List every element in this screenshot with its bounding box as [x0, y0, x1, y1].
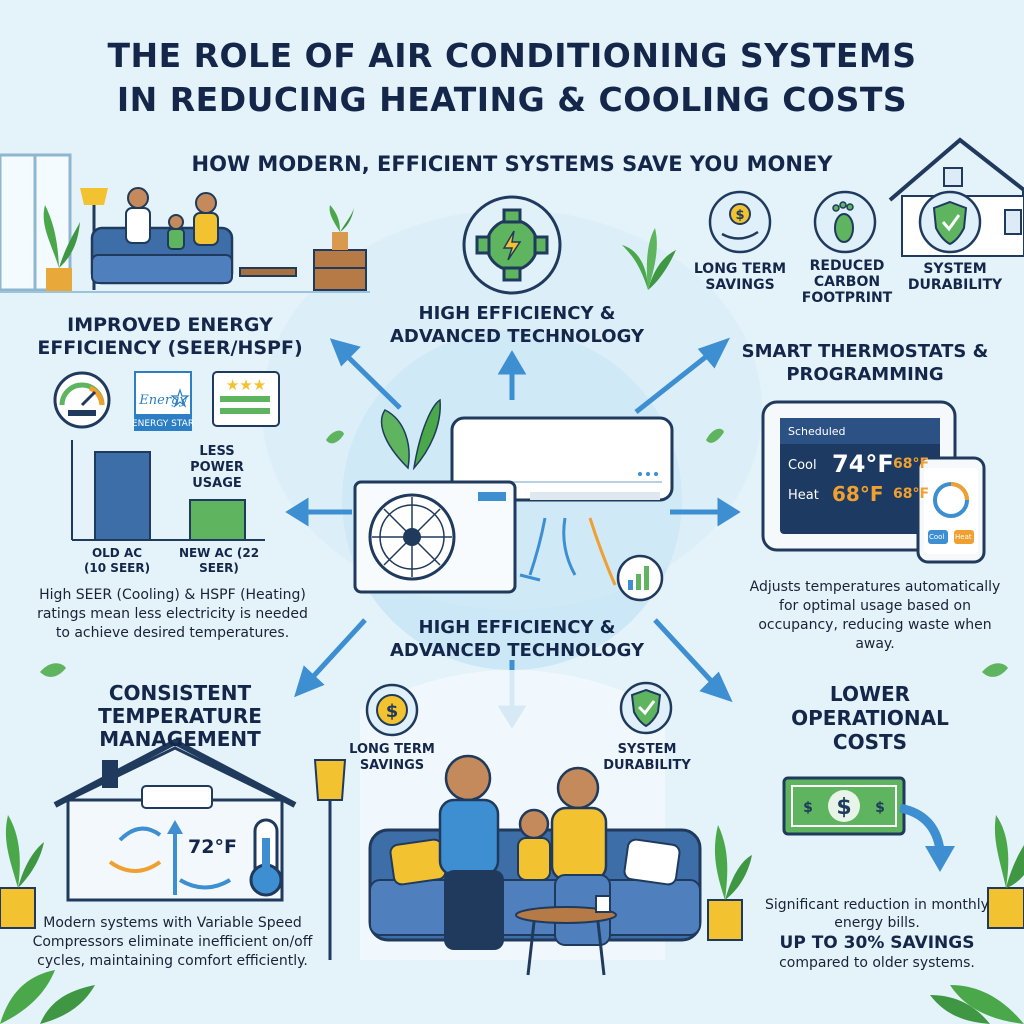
- cool-alt-value: 68°F: [893, 456, 930, 472]
- center-top-heading: HIGH EFFICIENCY & ADVANCED TECHNOLOGY: [389, 303, 645, 347]
- svg-text:$: $: [875, 800, 885, 816]
- energy-star-icon: Energy ENERGY STAR: [132, 371, 194, 431]
- heat-alt-value: 68°F: [893, 486, 930, 502]
- energy-efficiency-description: High SEER (Cooling) & HSPF (Heating) rat…: [37, 587, 308, 641]
- new-ac-label: NEW AC (22 SEER): [178, 546, 260, 575]
- lower-costs-heading: LOWER OPERATIONAL COSTS: [791, 682, 949, 754]
- heat-label: Heat: [788, 488, 819, 503]
- footprint-icon: [813, 190, 877, 254]
- old-ac-label: OLD AC (10 SEER): [83, 546, 151, 575]
- seer-bar-chart: [71, 440, 265, 541]
- consistent-temperature-description: Modern systems with Variable Speed Compr…: [32, 915, 313, 969]
- bottom-family-scene: [313, 670, 702, 976]
- lower-costs-description: Significant reduction in monthly energy …: [752, 896, 1002, 972]
- dollar-coin-icon: $: [365, 683, 419, 737]
- less-power-usage-label: LESS POWER USAGE: [190, 444, 244, 491]
- phone-cool-button: Cool: [929, 533, 945, 541]
- airflow-lines: [519, 517, 617, 586]
- scattered-leaves: [40, 428, 1008, 677]
- bottom-system-durability: SYSTEM DURABILITY: [603, 742, 691, 773]
- window-illustration: [0, 153, 72, 292]
- heat-value: 68°F: [832, 482, 884, 506]
- seer-bar-0: [94, 451, 151, 541]
- leaf-cluster-icon: [380, 398, 441, 471]
- consistent-temperature-heading: CONSISTENT TEMPERATURE MANAGEMENT: [98, 681, 262, 751]
- bottom-long-term-savings: LONG TERM SAVINGS: [349, 742, 435, 773]
- star-rating-icon: ★★★: [212, 371, 280, 427]
- thermostat-tablet: [761, 400, 957, 552]
- thermostat-heading: SMART THERMOSTATS & PROGRAMMING: [741, 341, 989, 385]
- energy-star-script: Energy: [138, 393, 187, 408]
- energy-efficiency-heading: IMPROVED ENERGY EFFICIENCY (SEER/HSPF): [37, 314, 303, 359]
- energy-star-label: ENERGY STAR: [132, 419, 194, 429]
- thermometer-icon: [249, 818, 283, 897]
- svg-text:★★★: ★★★: [226, 376, 266, 394]
- thermostat-screen-label: Scheduled: [788, 425, 846, 438]
- plant-bottom-corner-icon: [0, 970, 95, 1024]
- house-temperature-value: 72°F: [188, 836, 237, 858]
- benefit-long-term-savings: LONG TERM SAVINGS: [693, 261, 787, 293]
- plant-mid-icon: [622, 228, 676, 290]
- plant-bottom-right-icon: [987, 815, 1024, 929]
- page-title: THE ROLE OF AIR CONDITIONING SYSTEMS IN …: [0, 34, 1024, 122]
- title-line-2: IN REDUCING HEATING & COOLING COSTS: [116, 80, 908, 119]
- cool-label: Cool: [788, 458, 817, 473]
- benefit-reduced-carbon: REDUCED CARBON FOOTPRINT: [801, 258, 893, 306]
- shield-check-icon: [918, 190, 982, 254]
- down-arrow-icon: [898, 803, 955, 872]
- money-bill-icon: $ $ $: [782, 776, 906, 836]
- thermostat-phone: [916, 456, 986, 564]
- top-family-sofa: [90, 187, 234, 285]
- dollar-hand-icon: $: [708, 190, 772, 254]
- plant-bottom-left-icon: [0, 815, 44, 929]
- page-subtitle: HOW MODERN, EFFICIENT SYSTEMS SAVE YOU M…: [191, 152, 833, 176]
- svg-text:$: $: [386, 701, 399, 722]
- cool-value: 74°F: [832, 450, 894, 478]
- lower-costs-line-2: compared to older systems.: [779, 955, 975, 971]
- gear-lightning-icon: [462, 195, 562, 295]
- thermostat-description: Adjusts temperatures automatically for o…: [749, 579, 1001, 652]
- seer-bar-1: [189, 499, 246, 541]
- title-line-1: THE ROLE OF AIR CONDITIONING SYSTEMS: [107, 36, 917, 75]
- plant-pot-right-icon: [707, 825, 752, 941]
- lower-costs-line-1: Significant reduction in monthly energy …: [765, 897, 989, 931]
- bar-chart-icon: [616, 554, 664, 602]
- savings-highlight: UP TO 30% SAVINGS: [779, 933, 975, 953]
- plant-top-left-icon: [43, 205, 80, 292]
- benefit-system-durability: SYSTEM DURABILITY: [907, 261, 1003, 293]
- shield-check-bottom-icon: [619, 681, 673, 735]
- svg-text:$: $: [803, 800, 813, 816]
- svg-text:$: $: [735, 208, 744, 223]
- gauge-icon: [53, 371, 111, 429]
- svg-text:$: $: [836, 795, 851, 820]
- outdoor-ac-unit: [353, 480, 517, 594]
- cabinet-icon: [313, 205, 367, 291]
- phone-heat-button: Heat: [955, 533, 972, 541]
- plant-bottom-right-corner-icon: [930, 985, 1024, 1024]
- house-temperature-illustration: [53, 738, 297, 902]
- center-bottom-heading: HIGH EFFICIENCY & ADVANCED TECHNOLOGY: [389, 617, 645, 661]
